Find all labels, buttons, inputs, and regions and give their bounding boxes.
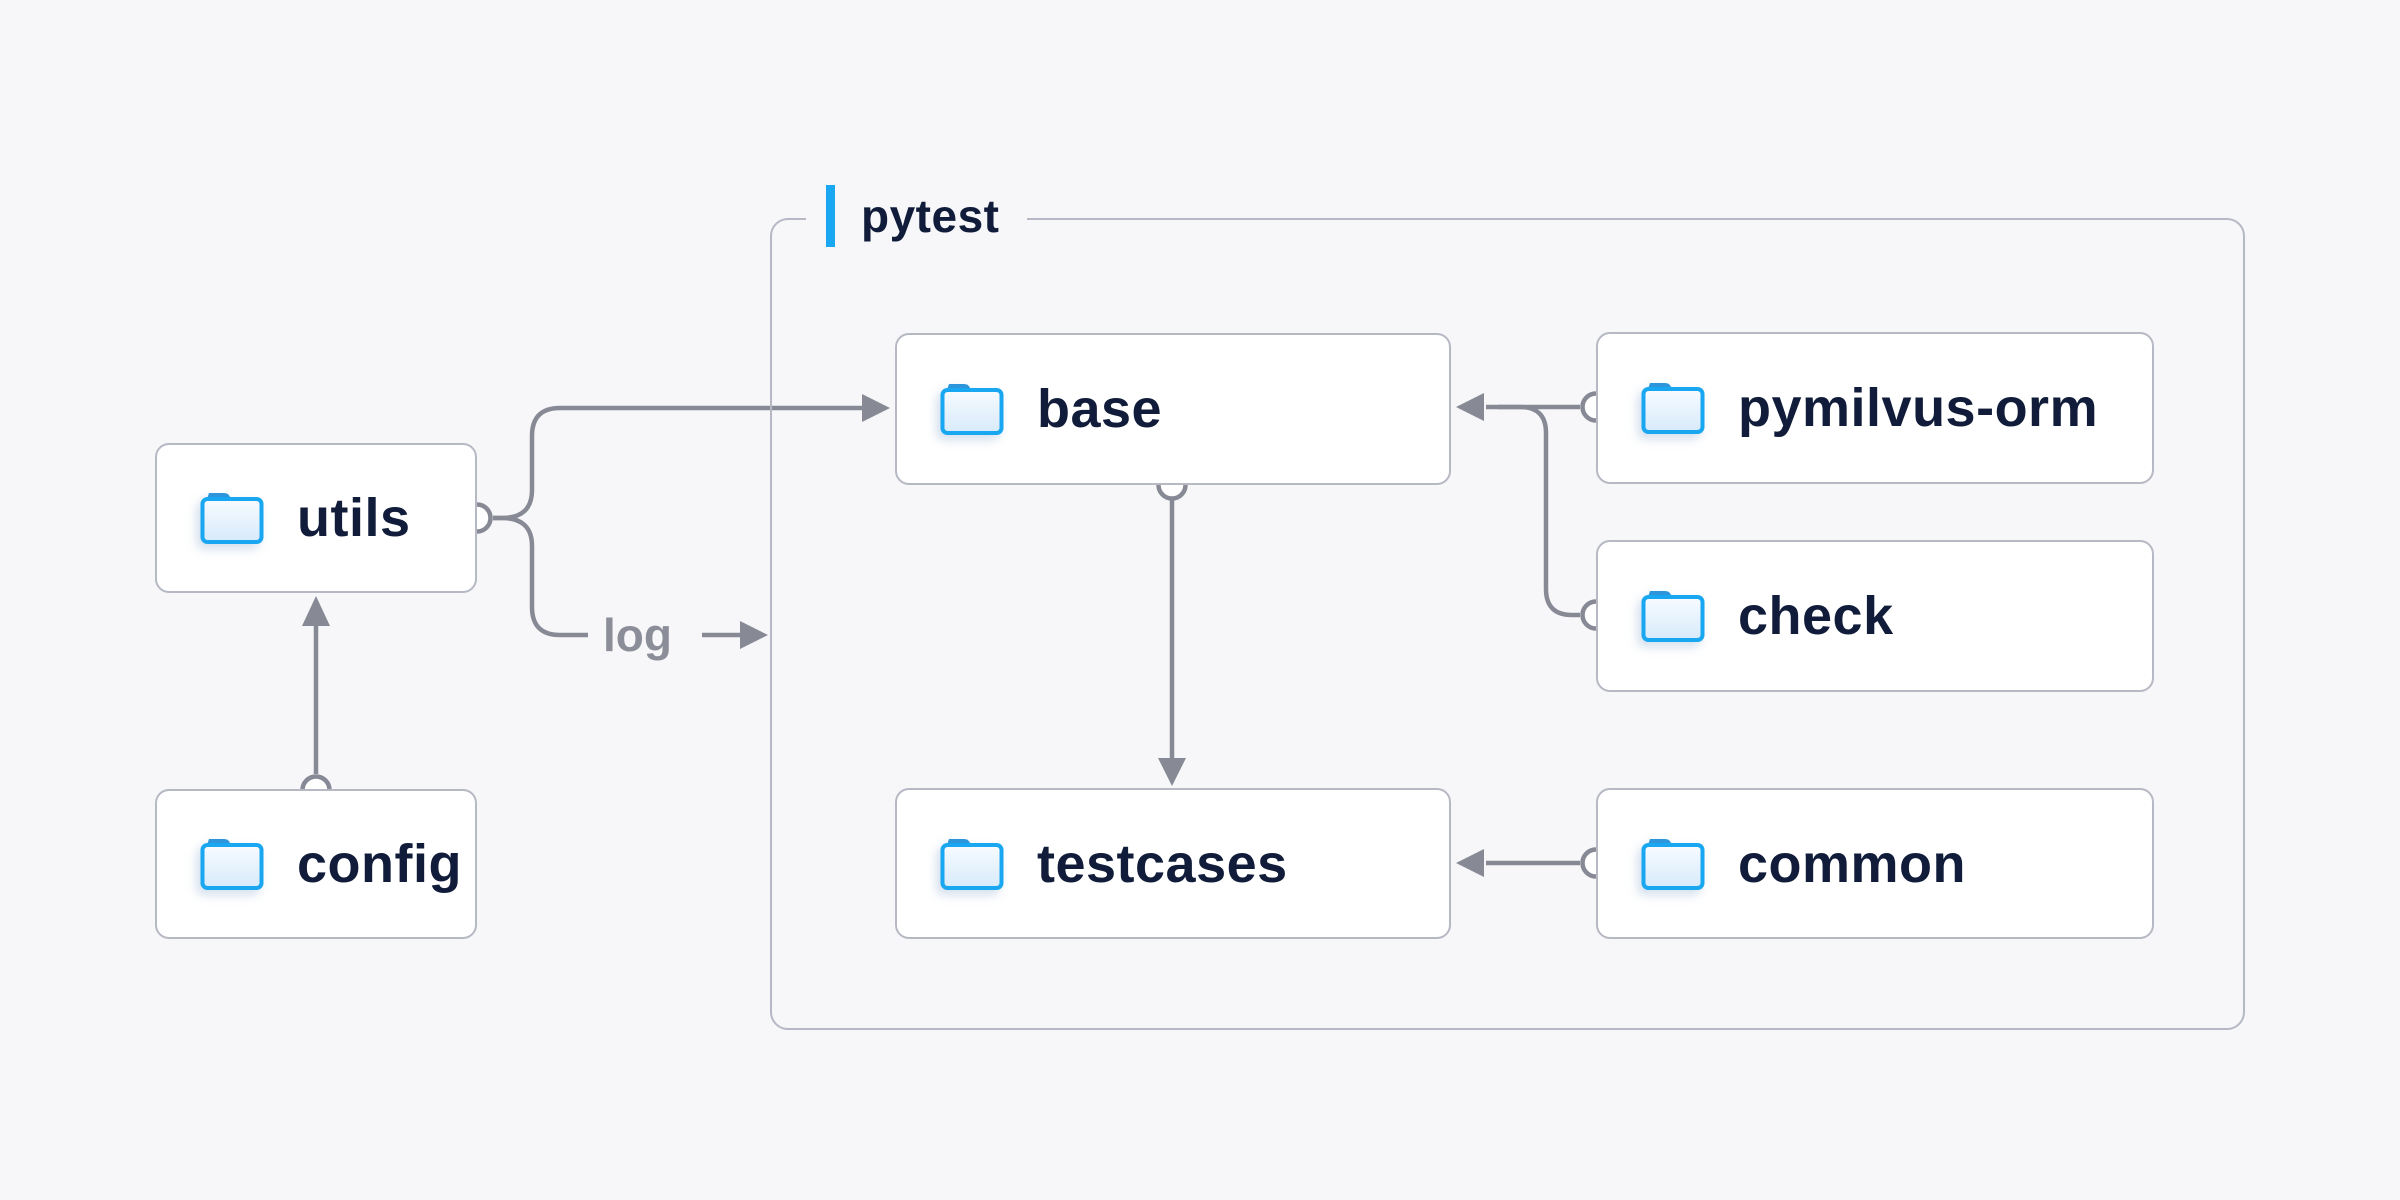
pytest-group-label: pytest xyxy=(806,184,1028,248)
node-label: config xyxy=(297,834,462,894)
arrowhead-right-icon xyxy=(740,621,768,649)
node-label: testcases xyxy=(1037,833,1288,894)
folder-icon xyxy=(1641,591,1705,642)
pytest-group-box xyxy=(770,218,2245,1030)
node-label: common xyxy=(1738,833,1967,894)
node-testcases: testcases xyxy=(895,788,1451,939)
node-label: utils xyxy=(297,488,411,548)
folder-icon xyxy=(1641,383,1705,434)
node-label: pymilvus-orm xyxy=(1738,378,2099,438)
accent-bar-icon xyxy=(826,185,835,247)
node-base: base xyxy=(895,333,1451,485)
node-common: common xyxy=(1596,788,2154,939)
folder-icon xyxy=(200,493,264,544)
node-config: config xyxy=(155,789,477,939)
node-utils: utils xyxy=(155,443,477,593)
node-label: base xyxy=(1037,379,1163,439)
folder-icon xyxy=(1641,838,1705,890)
node-pymilvus-orm: pymilvus-orm xyxy=(1596,332,2154,484)
folder-icon xyxy=(200,839,264,890)
folder-icon xyxy=(940,384,1004,435)
edge-label-log: log xyxy=(603,609,672,661)
arrowhead-up-icon xyxy=(302,596,330,626)
folder-icon xyxy=(940,838,1004,890)
group-title: pytest xyxy=(861,190,1000,242)
edge-config-utils xyxy=(300,596,332,806)
node-label: check xyxy=(1738,586,1894,646)
node-check: check xyxy=(1596,540,2154,692)
